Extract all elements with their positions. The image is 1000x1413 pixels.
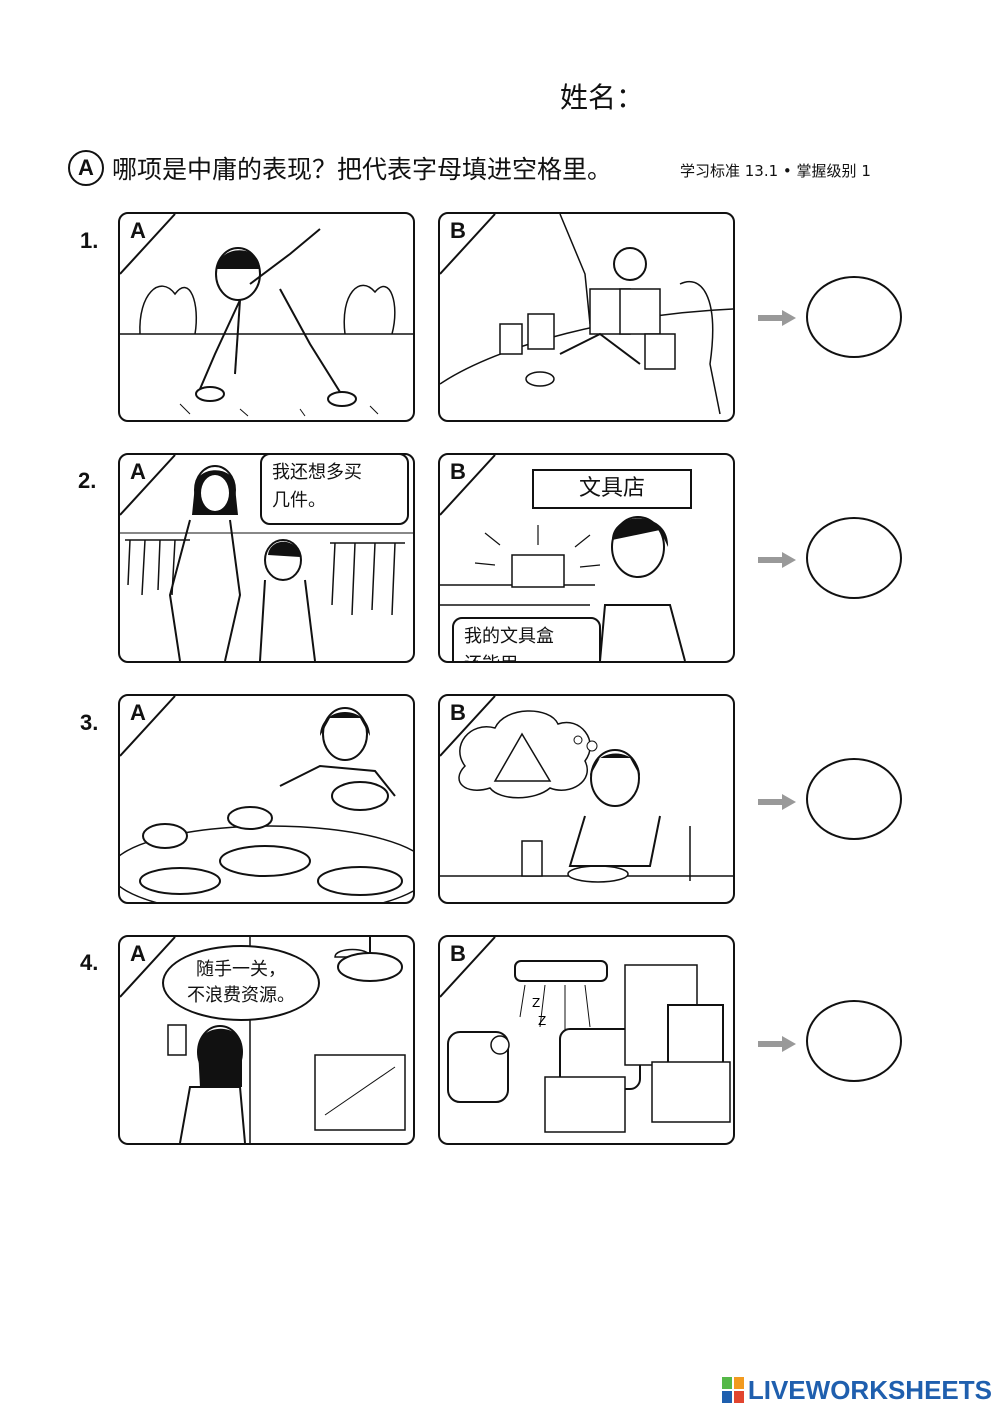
thought-bubble: 随手一关， 不浪费资源。 [162, 945, 320, 1021]
stationery-shop-illustration [440, 455, 686, 661]
option-a-label: A [130, 941, 146, 966]
panel-1b: B [438, 212, 735, 422]
thought-line: 随手一关， [196, 959, 286, 980]
panel-4b: Z Z B [438, 935, 735, 1145]
question-number: 4. [80, 950, 99, 975]
learning-standard: 学习标准 13.1 • 掌握级别 1 [680, 162, 871, 180]
question-number: 3. [80, 710, 99, 735]
option-b-label: B [450, 941, 466, 966]
speech-line: 我的文具盒 [464, 626, 554, 647]
arrow-icon [758, 1036, 796, 1052]
panel-1a: A [118, 212, 415, 422]
shop-sign: 文具店 [532, 469, 692, 509]
speech-line: 几件。 [272, 490, 326, 511]
answer-field[interactable] [806, 276, 902, 358]
option-b-label: B [450, 459, 466, 484]
name-label: 姓名： [560, 81, 645, 114]
panel-2b: B 文具店 我的文具盒 还能用。 [438, 453, 735, 663]
option-a-label: A [130, 218, 146, 243]
option-b-label: B [450, 218, 466, 243]
arrow-icon [758, 794, 796, 810]
speech-bubble: 我还想多买 几件。 [260, 455, 409, 525]
answer-field[interactable] [806, 517, 902, 599]
svg-text:Z: Z [538, 1014, 546, 1028]
option-a-label: A [130, 700, 146, 725]
question-number: 1. [80, 228, 99, 253]
arrow-icon [758, 552, 796, 568]
logo-text: LIVEWORKSHEETS [747, 1374, 992, 1405]
panel-3a: A [118, 694, 415, 904]
speech-line: 还能用。 [464, 651, 589, 661]
logo-mark-icon [721, 1377, 744, 1403]
air-conditioner-room-illustration: Z Z [440, 937, 731, 1133]
answer-field[interactable] [806, 1000, 902, 1082]
stretching-girl-illustration [120, 214, 413, 417]
boy-on-sofa-illustration [440, 214, 733, 415]
arrow-icon [758, 310, 796, 326]
speech-line: 我还想多买 [272, 462, 362, 483]
panel-4a: A 随手一关， 不浪费资源。 [118, 935, 415, 1145]
svg-text:Z: Z [532, 996, 540, 1010]
section-badge: A [68, 150, 104, 186]
food-pyramid-girl-illustration [440, 696, 733, 883]
liveworksheets-logo: LIVEWORKSHEETS [721, 1374, 992, 1405]
option-b-label: B [450, 700, 466, 725]
instruction-text: 哪项是中庸的表现？把代表字母填进空格里。 [112, 155, 613, 184]
section-header: A 哪项是中庸的表现？把代表字母填进空格里。 学习标准 13.1 • 掌握级别 … [68, 148, 948, 188]
panel-2a: A 我还想多买 几件。 [118, 453, 415, 663]
answer-field[interactable] [806, 758, 902, 840]
thought-line: 不浪费资源。 [187, 985, 295, 1006]
panel-3b: B [438, 694, 735, 904]
clothes-shopping-illustration [120, 455, 413, 661]
option-a-label: A [130, 459, 146, 484]
speech-bubble: 我的文具盒 还能用。 [452, 617, 601, 661]
serving-food-illustration [120, 696, 413, 902]
light-switch-illustration [120, 937, 406, 1143]
question-number: 2. [78, 468, 97, 493]
